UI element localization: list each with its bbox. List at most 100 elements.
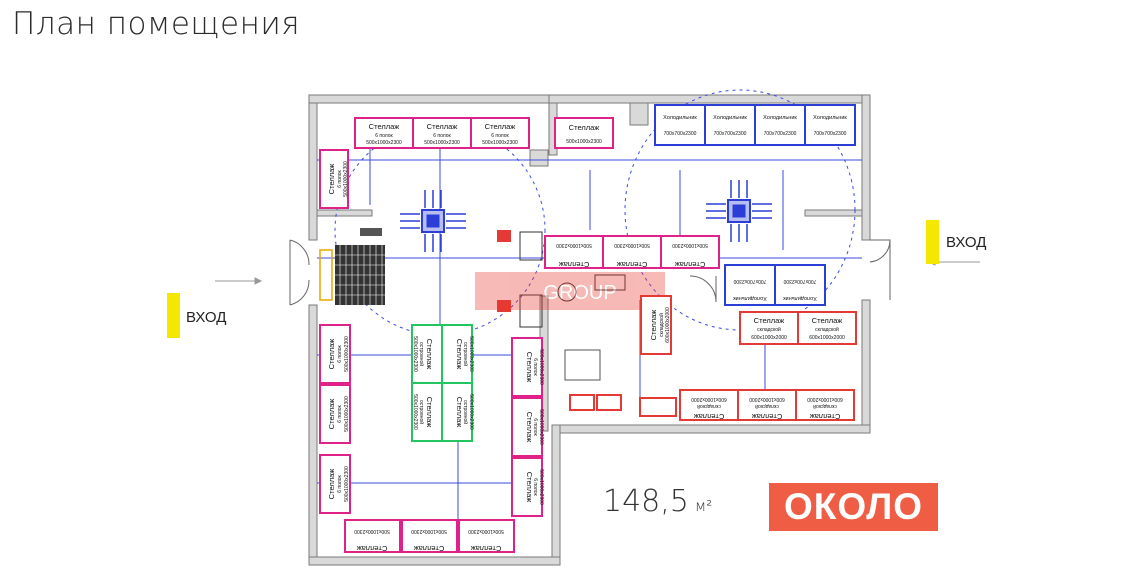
- rack-middle-1: 500x1000x2300 Стеллаж: [544, 235, 604, 269]
- svg-text:Стеллаж: Стеллаж: [752, 412, 783, 421]
- svg-text:Стеллаж: Стеллаж: [425, 397, 434, 428]
- svg-text:Стеллаж: Стеллаж: [327, 339, 336, 370]
- svg-text:500x1000x2300: 500x1000x2300: [468, 394, 474, 430]
- svg-text:6 полок: 6 полок: [532, 418, 538, 436]
- warehouse-bottom-2: 600x1000x2000 складской Стеллаж: [737, 389, 797, 421]
- svg-text:6 полок: 6 полок: [337, 474, 343, 492]
- wall-top-right: [548, 94, 870, 104]
- small-box-3: [639, 397, 677, 417]
- svg-text:500x1000x2300: 500x1000x2300: [556, 242, 592, 248]
- svg-text:Стеллаж: Стеллаж: [327, 164, 336, 195]
- column-2: [529, 149, 549, 167]
- svg-text:500x1000x2300: 500x1000x2300: [566, 139, 602, 145]
- left-column-racks: Стеллаж 6 полок 500x1000x2300 Стеллаж 6 …: [319, 324, 351, 514]
- svg-text:Стеллаж: Стеллаж: [455, 339, 464, 370]
- svg-text:Стеллаж: Стеллаж: [694, 412, 725, 421]
- entry-label-right: ВХОД: [946, 234, 987, 251]
- rack-top-3: Стеллаж 6 полок 500x1000x2300: [470, 117, 530, 149]
- warehouse-top-2: Стеллаж складской 600x1000x2000: [797, 311, 857, 345]
- rack-top-1: Стеллаж 6 полок 500x1000x2300: [354, 117, 414, 149]
- svg-text:складской: складской: [815, 326, 839, 333]
- svg-text:Стеллаж: Стеллаж: [559, 260, 590, 269]
- fridge-pair-1: 700x700x2300 Холодильник: [724, 264, 776, 306]
- fridge-3: Холодильник 700x700x2300: [754, 104, 806, 146]
- area-unit: м²: [694, 497, 713, 515]
- warehouse-bottom-3: 600x1000x2000 складской Стеллаж: [795, 389, 855, 421]
- svg-text:600x1000x2000: 600x1000x2000: [751, 335, 787, 341]
- svg-text:500x1000x2300: 500x1000x2300: [366, 140, 402, 146]
- svg-text:500x1000x2300: 500x1000x2300: [538, 469, 544, 505]
- svg-text:6 полок: 6 полок: [337, 344, 343, 362]
- svg-text:Холодильник: Холодильник: [763, 115, 797, 121]
- ventilation-unit-left: [400, 190, 466, 252]
- svg-text:500x1000x2300: 500x1000x2300: [424, 140, 460, 146]
- wall-left-bottom: [308, 304, 318, 566]
- svg-text:островной: островной: [418, 400, 425, 424]
- svg-text:Стеллаж: Стеллаж: [327, 399, 336, 430]
- svg-text:Стеллаж: Стеллаж: [471, 544, 502, 553]
- svg-text:500x1000x2300: 500x1000x2300: [343, 161, 349, 197]
- area-number: 148,5: [603, 484, 689, 519]
- svg-text:600x1000x2000: 600x1000x2000: [807, 396, 843, 402]
- svg-text:Стеллаж: Стеллаж: [754, 316, 785, 325]
- entry-marker-right: [926, 220, 939, 264]
- svg-text:Стеллаж: Стеллаж: [812, 316, 843, 325]
- svg-text:500x1000x2300: 500x1000x2300: [482, 140, 518, 146]
- svg-text:складской: складской: [658, 313, 665, 337]
- svg-text:островной: островной: [462, 342, 469, 366]
- svg-text:6 полок: 6 полок: [375, 133, 393, 139]
- rack-island-4: Стеллаж островной 500x1000x2300: [441, 382, 474, 442]
- svg-text:Холодильник: Холодильник: [663, 115, 697, 121]
- svg-text:500x1000x2300: 500x1000x2300: [538, 409, 544, 445]
- svg-text:Холодильник: Холодильник: [713, 115, 747, 121]
- middle-racks: 500x1000x2300 Стеллаж 500x1000x2300 Стел…: [544, 235, 720, 269]
- right-column-racks: Стеллаж 6 полок 500x1000x2300 Стеллаж 6 …: [511, 337, 544, 517]
- svg-text:Холодильник: Холодильник: [733, 295, 767, 301]
- svg-text:складской: складской: [697, 403, 721, 410]
- svg-text:Стеллаж: Стеллаж: [414, 544, 445, 553]
- rack-bottom-2: 500x1000x2300 Стеллаж: [401, 519, 458, 553]
- warehouse-racks: Стеллаж складской 600x1000x2000 Стеллаж …: [569, 295, 857, 421]
- wall-right-bottom: [861, 299, 871, 431]
- rack-bottom-3: 500x1000x2300 Стеллаж: [458, 519, 515, 553]
- svg-text:Стеллаж: Стеллаж: [525, 352, 534, 383]
- wall-partition: [316, 209, 373, 217]
- svg-text:Стеллаж: Стеллаж: [425, 339, 434, 370]
- svg-text:Стеллаж: Стеллаж: [357, 544, 388, 553]
- wall-bottom-left: [308, 556, 561, 566]
- svg-text:600x1000x2000: 600x1000x2000: [749, 396, 785, 402]
- column: [629, 102, 649, 126]
- fridge-pair-2: 700x700x2300 Холодильник: [774, 264, 826, 306]
- rack-middle-3: 500x1000x2300 Стеллаж: [660, 235, 720, 269]
- wall-top-left: [308, 94, 550, 104]
- entry-marker-left: [167, 293, 180, 338]
- svg-text:700x700x2300: 700x700x2300: [664, 131, 697, 137]
- wall-right-top: [861, 94, 871, 241]
- svg-text:500x1000x2300: 500x1000x2300: [412, 336, 418, 372]
- fridge-pair: 700x700x2300 Холодильник 700x700x2300 Хо…: [724, 264, 826, 306]
- svg-text:Стеллаж: Стеллаж: [427, 122, 458, 131]
- svg-text:700x700x2300: 700x700x2300: [733, 278, 766, 284]
- svg-text:складской: складской: [757, 326, 781, 333]
- svg-text:Стеллаж: Стеллаж: [810, 412, 841, 421]
- svg-text:600x1000x2000: 600x1000x2000: [691, 396, 727, 402]
- doors: [289, 239, 891, 306]
- warehouse-top-1: Стеллаж складской 600x1000x2000: [739, 311, 799, 345]
- small-box-2: [596, 394, 622, 411]
- svg-text:Стеллаж: Стеллаж: [649, 310, 658, 341]
- svg-text:6 полок: 6 полок: [337, 404, 343, 422]
- warehouse-vertical: Стеллаж складской 600x1000x2000: [640, 295, 672, 355]
- rack-right-2: Стеллаж 6 полок 500x1000x2300: [511, 397, 544, 457]
- bottom-racks: 500x1000x2300 Стеллаж 500x1000x2300 Стел…: [344, 519, 515, 553]
- warehouse-bottom-1: 600x1000x2000 складской Стеллаж: [679, 389, 739, 421]
- fridges: Холодильник 700x700x2300 Холодильник 700…: [654, 104, 856, 146]
- svg-text:600x1000x2000: 600x1000x2000: [665, 307, 671, 343]
- wall-bottom-inner: [551, 424, 561, 566]
- wall-bottom-right: [559, 424, 871, 434]
- svg-text:Стеллаж: Стеллаж: [525, 472, 534, 503]
- wall-left-top: [308, 94, 318, 241]
- svg-text:Стеллаж: Стеллаж: [327, 469, 336, 500]
- checkout-mat: [319, 228, 385, 305]
- svg-text:Стеллаж: Стеллаж: [675, 260, 706, 269]
- svg-text:500x1000x2300: 500x1000x2300: [468, 336, 474, 372]
